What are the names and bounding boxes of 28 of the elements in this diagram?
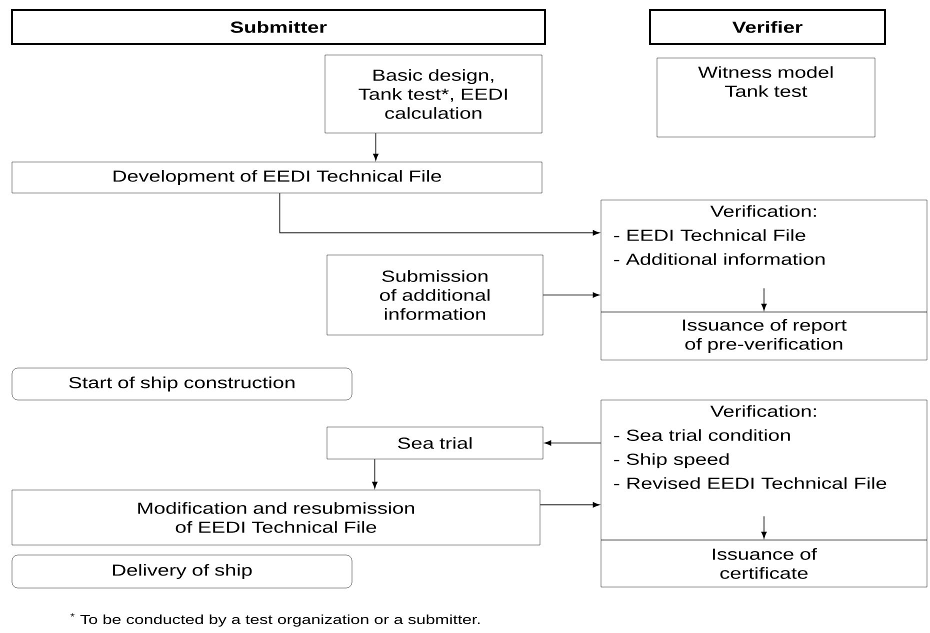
list-item: - EEDI Technical File <box>614 229 806 241</box>
column-header: Verifier <box>649 9 886 45</box>
process-box: Sea trial <box>326 426 544 460</box>
arrow <box>761 288 767 311</box>
milestone-box: Delivery of ship <box>12 554 352 588</box>
list-item: - Ship speed <box>614 453 729 468</box>
process-box: Basic design, Tank test*, EEDI calculation <box>324 54 542 134</box>
arrow <box>372 458 378 489</box>
arrow <box>761 516 767 539</box>
process-box: Submission of additional information <box>326 254 544 336</box>
list-item: - Additional information <box>614 253 825 265</box>
arrow <box>540 502 600 508</box>
arrow <box>279 192 600 236</box>
process-box: Modification and resubmission of EEDI Technical File <box>12 490 540 546</box>
arrow <box>542 292 600 298</box>
box-text: Witness model Tank test <box>698 66 833 97</box>
list-item: - Sea trial condition <box>614 429 790 441</box>
footnote: $^{*}$ To be conducted by a test organization or a submitter. <box>70 613 480 627</box>
milestone-box: Start of ship construction <box>12 368 352 400</box>
process-box: Development of EEDI Technical File <box>12 162 542 194</box>
arrow <box>544 440 602 446</box>
box-heading: Verification: <box>710 405 816 417</box>
process-box: Issuance of certificate <box>600 540 928 588</box>
arrow <box>373 132 378 161</box>
column-header: Submitter <box>11 9 546 45</box>
box-heading: Verification: <box>710 205 816 217</box>
list-item: - Revised EEDI Technical File <box>614 477 886 489</box>
process-box: Issuance of report of pre-verification <box>600 312 928 360</box>
